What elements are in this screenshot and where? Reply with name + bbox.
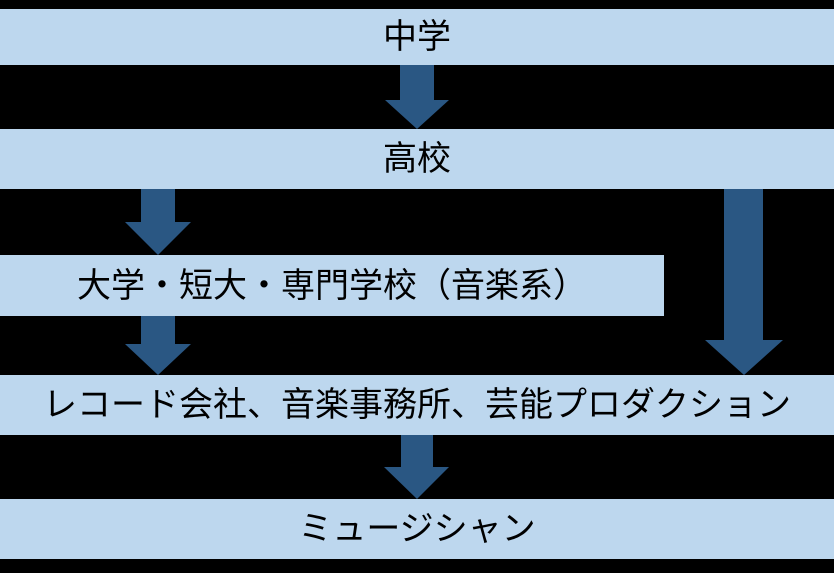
node-musician-label: ミュージシャン	[298, 510, 536, 548]
node-high-school-label: 高校	[383, 140, 451, 178]
node-junior-high: 中学	[0, 9, 834, 65]
node-musician: ミュージシャン	[0, 499, 834, 559]
down-arrow-college-to-industry	[125, 316, 191, 375]
node-junior-high-label: 中学	[383, 18, 451, 56]
down-arrow-high-school-to-college	[125, 189, 191, 255]
node-industry: レコード会社、音楽事務所、芸能プロダクション	[0, 375, 834, 435]
node-high-school: 高校	[0, 129, 834, 189]
down-arrow-industry-to-musician	[384, 435, 449, 499]
node-college-label: 大学・短大・専門学校（音楽系）	[77, 266, 587, 305]
node-industry-label: レコード会社、音楽事務所、芸能プロダクション	[43, 386, 791, 424]
down-arrow-high-school-to-industry	[705, 189, 783, 375]
down-arrow-junior-high-to-high-school	[385, 65, 449, 129]
node-college: 大学・短大・専門学校（音楽系）	[0, 255, 664, 316]
